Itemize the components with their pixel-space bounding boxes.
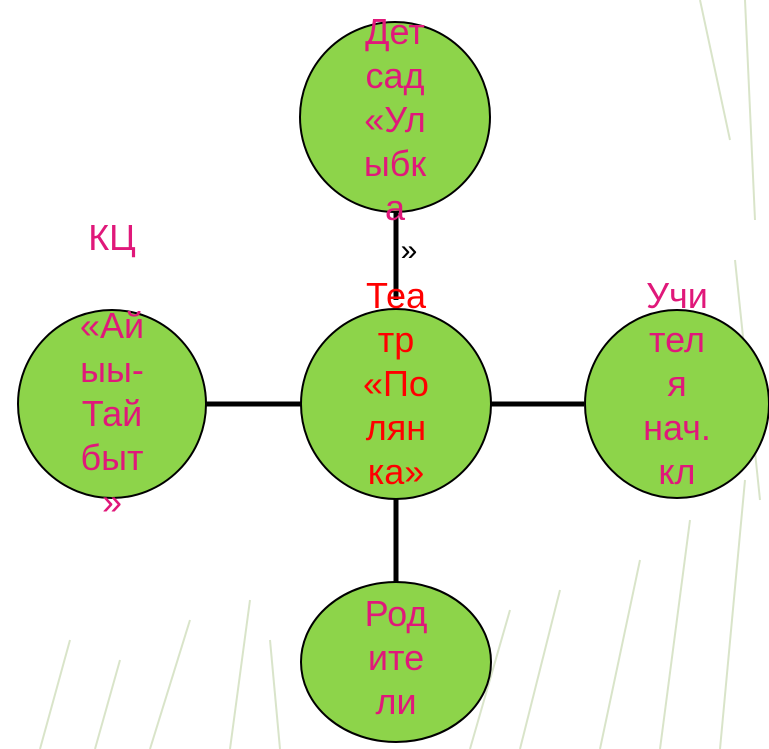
node-right-circle — [584, 309, 769, 499]
node-center-label: Теа тр «По лян ка» — [363, 275, 429, 492]
grass-background — [39, 0, 761, 749]
node-bottom-circle — [300, 581, 492, 743]
node-left-label: КЦ «Ай ыы- Тай быт » — [79, 217, 145, 522]
node-bottom-label: Род ите ли — [364, 593, 428, 722]
node-right-label: Учи тел я нач. кл — [643, 275, 711, 492]
node-top-label: Дет сад «Ул ыбк а — [363, 11, 427, 228]
node-top-label-tail: » — [400, 234, 418, 267]
node-left-circle — [17, 309, 207, 499]
node-center-circle — [300, 308, 492, 500]
node-top-circle — [299, 21, 491, 213]
